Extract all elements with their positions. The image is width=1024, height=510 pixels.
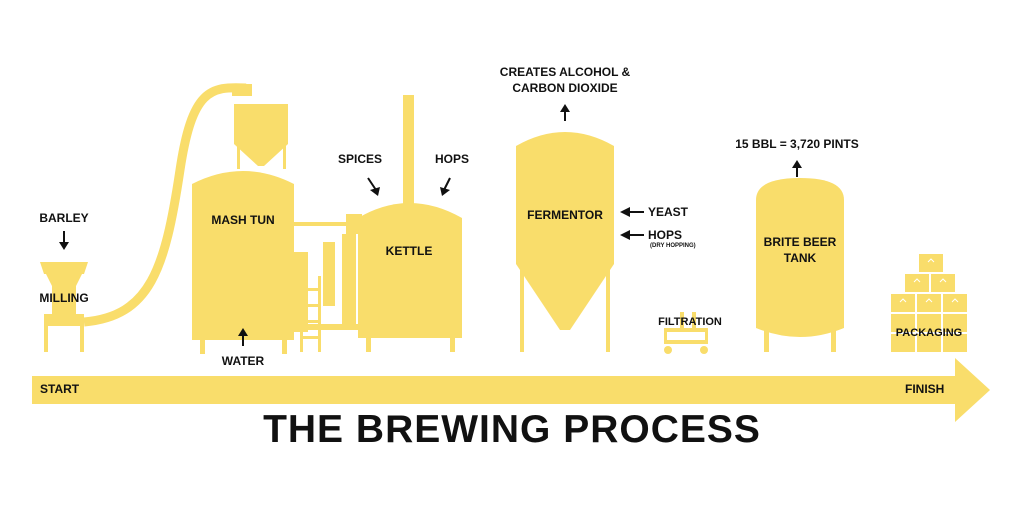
fermentor-vessel	[516, 132, 614, 352]
milling-machine	[40, 262, 88, 352]
up-arrow-icon	[560, 104, 570, 121]
yeast-label: YEAST	[648, 205, 689, 219]
ladder	[300, 276, 321, 352]
mash-platform	[294, 214, 362, 332]
packaging-label: PACKAGING	[895, 327, 963, 339]
fermentor-output-line2: CARBON DIOXIDE	[512, 81, 618, 95]
down-arrow-icon	[59, 231, 69, 250]
dry-hops-label: HOPS	[648, 228, 683, 242]
filtration-label: FILTRATION	[658, 316, 722, 328]
left-arrow-icon	[620, 207, 644, 217]
barley-label: BARLEY	[39, 211, 89, 225]
packaging-boxes	[891, 254, 967, 352]
hops-label: HOPS	[434, 152, 470, 166]
brite-tank-capacity: 15 BBL = 3,720 PINTS	[735, 137, 859, 151]
fermentor-output-line1: CREATES ALCOHOL &	[499, 65, 631, 79]
milling-label: MILLING	[39, 291, 89, 305]
kettle-vessel	[358, 203, 462, 352]
spices-label: SPICES	[337, 152, 383, 166]
kettle-label: KETTLE	[385, 244, 433, 258]
down-arrow-icon	[367, 177, 380, 196]
up-arrow-icon	[238, 328, 248, 346]
timeline-arrow	[32, 358, 990, 422]
dry-hopping-note: (DRY HOPPING)	[650, 243, 696, 249]
mash-tun-vessel	[192, 171, 294, 354]
box-caret-icons	[899, 258, 959, 303]
mash-tun-label: MASH TUN	[211, 213, 275, 227]
grain-pipe	[83, 83, 247, 327]
up-arrow-icon	[792, 160, 802, 177]
diagram-title: THE BREWING PROCESS	[263, 408, 761, 451]
pipe-cap	[232, 84, 252, 96]
down-arrow-icon	[440, 177, 451, 196]
brite-tank-label-line1: BRITE BEER	[763, 235, 837, 249]
brite-beer-tank-vessel	[756, 178, 844, 352]
filtration-cart	[664, 312, 708, 354]
fermentor-label: FERMENTOR	[527, 208, 603, 222]
left-arrow-icon	[620, 230, 644, 240]
kettle-stack	[403, 95, 414, 205]
finish-label: FINISH	[905, 382, 945, 396]
grist-hopper	[234, 104, 288, 169]
brite-tank-label-line2: TANK	[783, 251, 817, 265]
start-label: START	[40, 382, 80, 396]
water-label: WATER	[221, 354, 265, 368]
